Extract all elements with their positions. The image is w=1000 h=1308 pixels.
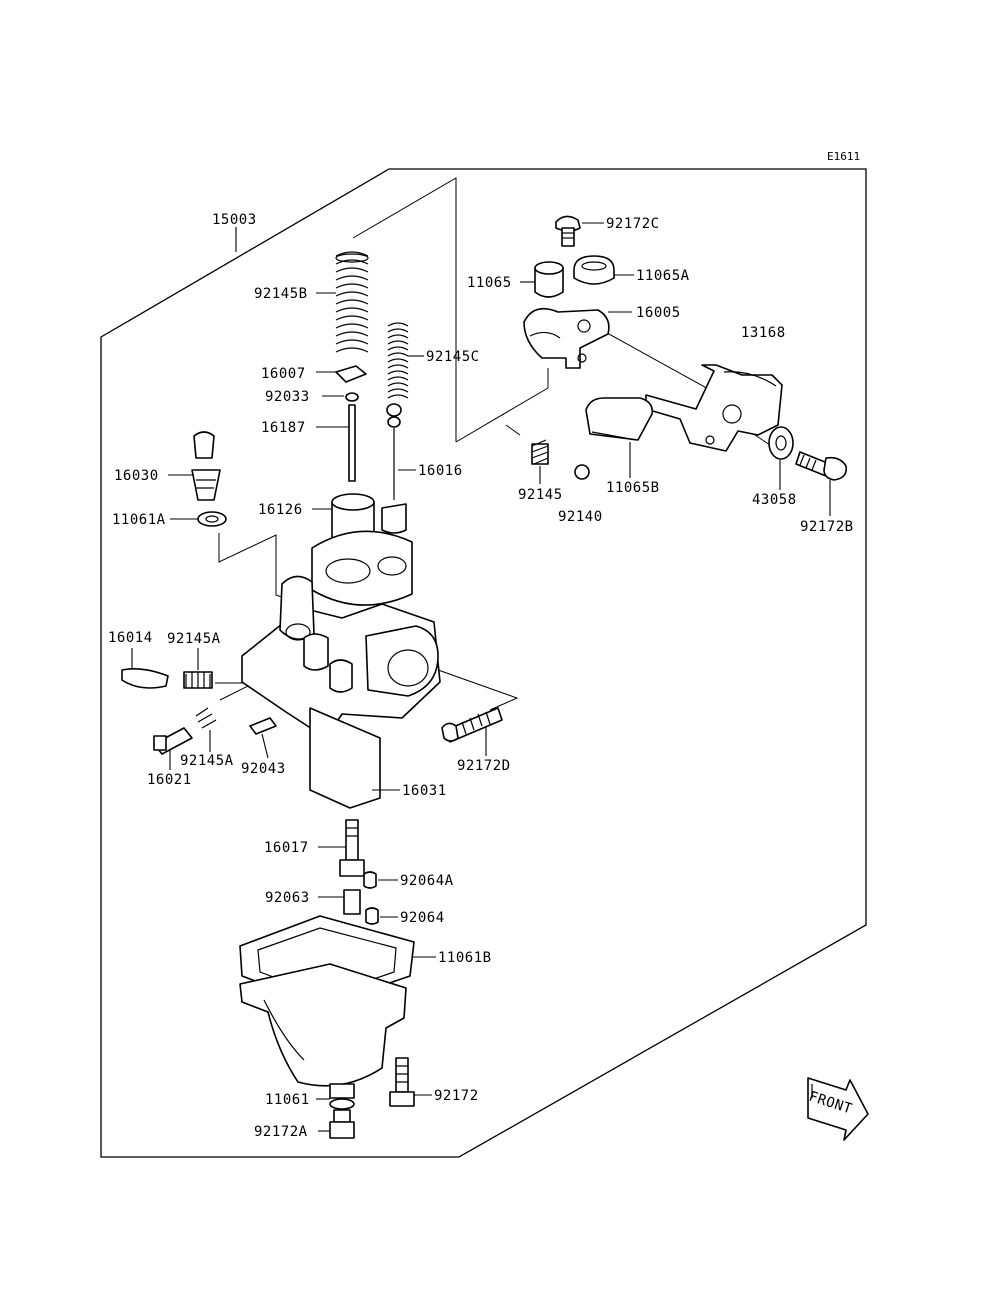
assembly-label: 15003	[212, 212, 257, 228]
bolt-92172	[389, 1057, 415, 1107]
part-label: 11065B	[606, 480, 660, 496]
part-label: 13168	[741, 325, 786, 341]
jet-92063	[343, 889, 361, 915]
part-label: 92172C	[606, 216, 660, 232]
bolt-92172b	[795, 451, 848, 481]
cap-11065a	[573, 255, 615, 285]
throttle-body-16005	[523, 307, 610, 369]
part-label: 11065	[467, 275, 512, 291]
bolt-92172d	[441, 707, 503, 743]
part-label: 92064A	[400, 873, 454, 889]
part-label: 11061	[265, 1092, 310, 1108]
spring-92145a-lower	[195, 707, 217, 729]
spring-92064	[365, 907, 379, 925]
part-label: 16014	[108, 630, 153, 646]
float-bowl	[239, 963, 407, 1087]
part-label: 92172B	[800, 519, 854, 535]
grommet-11065b	[585, 397, 654, 441]
carburetor-body	[241, 530, 441, 809]
part-label: 43058	[752, 492, 797, 508]
cable-bracket-13168	[645, 364, 783, 452]
ball-92140	[574, 464, 590, 480]
jet-16017	[339, 819, 365, 877]
part-label: 16126	[258, 502, 303, 518]
plunger-16016	[381, 403, 407, 534]
part-label: 92145A	[167, 631, 221, 647]
cap-11065	[534, 261, 564, 298]
screw-92172c	[555, 215, 581, 247]
part-label: 92043	[241, 761, 286, 777]
part-label: 11061B	[438, 950, 492, 966]
part-label: 92064	[400, 910, 445, 926]
diagram-code: E1611	[827, 150, 860, 163]
screw-16014	[121, 668, 169, 689]
part-label: 92033	[265, 389, 310, 405]
part-label: 11065A	[636, 268, 690, 284]
screw-16021	[153, 727, 193, 755]
spring-92145	[531, 439, 549, 465]
part-label: 16030	[114, 468, 159, 484]
part-label: 16005	[636, 305, 681, 321]
part-callouts: 92172C 11065 11065A 16005 13168 92145B 9…	[108, 216, 854, 1140]
front-arrow-icon: FRONT	[807, 1077, 869, 1141]
fitting-16030	[191, 431, 221, 501]
part-label: 16021	[147, 772, 192, 788]
washer-43058	[768, 426, 794, 460]
part-label: 92145C	[426, 349, 480, 365]
part-label: 16017	[264, 840, 309, 856]
part-label: 92145A	[180, 753, 234, 769]
plug-92172a	[329, 1109, 355, 1139]
washer-11061a	[197, 511, 227, 527]
clip-16007	[335, 365, 367, 383]
part-label: 92172A	[254, 1124, 308, 1140]
part-label: 11061A	[112, 512, 166, 528]
spring-92064a	[363, 871, 377, 889]
part-label: 92063	[265, 890, 310, 906]
needle-16187	[348, 404, 356, 482]
spring-92145b	[335, 251, 369, 353]
part-label: 92145	[518, 487, 563, 503]
pin-92043	[249, 717, 277, 735]
part-label: 92145B	[254, 286, 308, 302]
ring-92033	[345, 392, 359, 402]
part-label: 16187	[261, 420, 306, 436]
spring-92145a-upper	[183, 671, 213, 689]
part-label: 16031	[402, 783, 447, 799]
washer-11061	[329, 1083, 355, 1110]
part-label: 92140	[558, 509, 603, 525]
part-label: 92172D	[457, 758, 511, 774]
part-label: 16007	[261, 366, 306, 382]
part-label: 92172	[434, 1088, 479, 1104]
spring-92145c	[387, 322, 409, 399]
part-label: 16016	[418, 463, 463, 479]
assembly-frame	[100, 168, 867, 1158]
